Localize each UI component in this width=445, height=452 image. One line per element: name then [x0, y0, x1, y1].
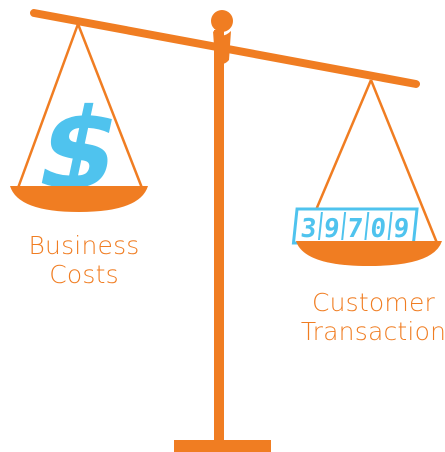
left-label-line2: Costs — [49, 260, 119, 289]
right-label-line1: Customer — [311, 288, 436, 317]
counter-divider — [387, 212, 393, 240]
counter-divider — [364, 212, 370, 240]
counter-digit: 0 — [369, 214, 388, 244]
scale-pivot — [213, 31, 231, 64]
counter-digit: 9 — [322, 214, 341, 244]
left-pan-strings — [16, 23, 144, 189]
customer-transaction-label: Customer Transaction — [286, 288, 445, 346]
counter-divider — [317, 212, 323, 240]
scale-base — [174, 440, 271, 452]
left-label-line1: Business — [28, 231, 140, 260]
right-label-line2: Transaction — [300, 317, 445, 346]
scale-post — [214, 30, 224, 448]
counter-digit: 9 — [392, 214, 411, 244]
scale-finial — [211, 10, 233, 32]
left-pan — [10, 186, 148, 212]
counter-digit: 3 — [299, 214, 318, 244]
right-pan — [296, 241, 442, 266]
business-costs-label: Business Costs — [14, 231, 154, 289]
counter-divider — [341, 212, 347, 240]
counter-digit: 7 — [346, 214, 365, 244]
